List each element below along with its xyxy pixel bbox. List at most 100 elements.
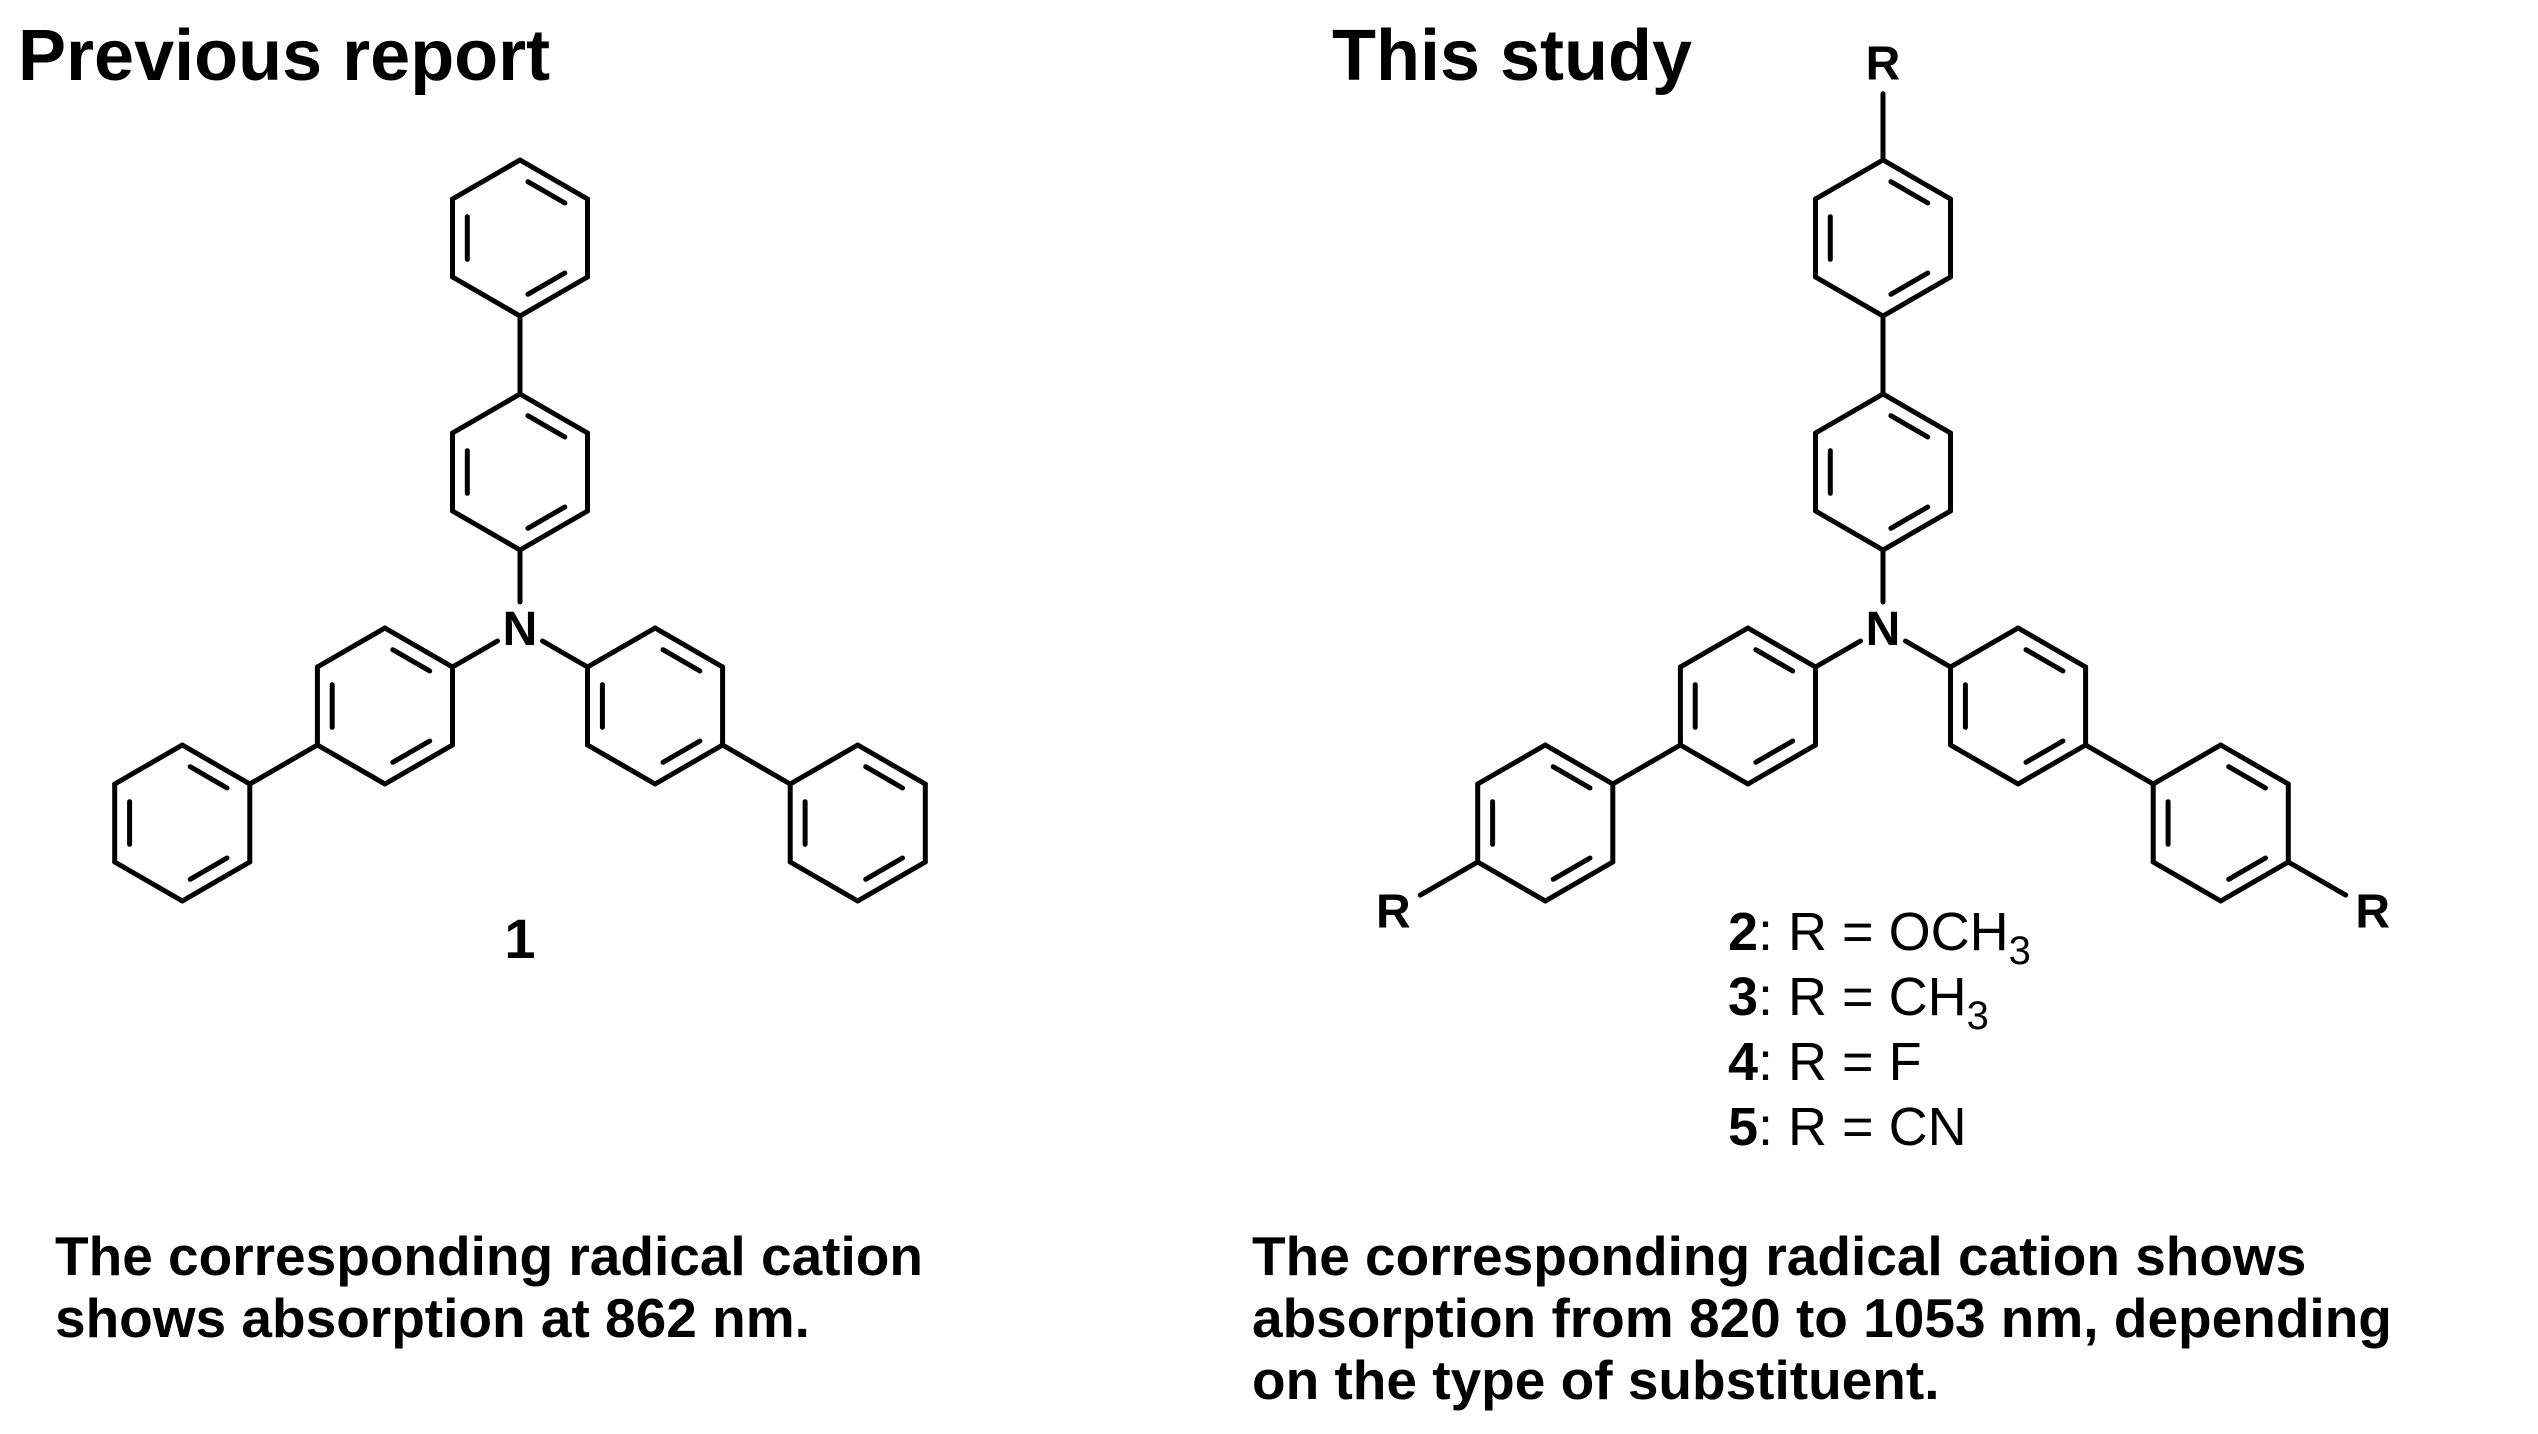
ring-double-bond (187, 764, 230, 791)
ring-bond (787, 742, 861, 787)
ring-bond (314, 625, 388, 670)
ring-double-bond (2226, 764, 2268, 791)
caption-line: shows absorption at 862 nm. (55, 1287, 810, 1349)
ring-double-bond (1888, 179, 1931, 206)
ring-bond (585, 625, 658, 670)
ring-double-bond (525, 270, 568, 297)
ring-bond (1813, 157, 1886, 202)
ring-bond (314, 742, 388, 787)
ring-bond (2015, 625, 2089, 670)
compound-entry: 3: R = CH3 (1728, 967, 1989, 1038)
ring-bond (112, 742, 185, 787)
ring-bond (517, 157, 590, 202)
ring-bond (1677, 625, 1751, 670)
ring-double-bond (1888, 413, 1931, 440)
ring-bond (382, 625, 455, 670)
substituent-bond (2285, 859, 2349, 898)
ring-bond (1813, 391, 1886, 436)
ring-double-bond (1550, 855, 1593, 882)
ring-bond (585, 742, 658, 787)
ring-bond (179, 742, 253, 787)
ring-double-bond (863, 764, 905, 791)
amine-bond (450, 638, 500, 670)
biaryl-bond (247, 742, 320, 787)
ring-double-bond (2023, 647, 2066, 674)
caption-line: The corresponding radical cation (55, 1225, 923, 1287)
ring-bond (2015, 742, 2089, 787)
ring-bond (179, 859, 253, 904)
ring-double-bond (390, 647, 433, 674)
compound-entry: 2: R = OCH3 (1728, 902, 2031, 973)
this-study-caption: The corresponding radical cation shows a… (1252, 1225, 2392, 1411)
ring-bond (1475, 742, 1548, 787)
ring-bond (1745, 625, 1818, 670)
compound-entry: 4: R = F (1728, 1032, 1922, 1092)
ring-double-bond (863, 855, 905, 882)
ring-double-bond (390, 738, 433, 765)
nitrogen-atom-label: N (503, 603, 538, 656)
ring-double-bond (2226, 855, 2268, 882)
ring-bond (652, 742, 726, 787)
ring-double-bond (660, 738, 703, 765)
amine-bond (1813, 638, 1863, 670)
substituent-r-label: R (1866, 38, 1901, 91)
caption-line: absorption from 820 to 1053 nm, dependin… (1252, 1287, 2392, 1349)
ring-bond (1948, 742, 2021, 787)
compound-1-label: 1 (504, 907, 535, 970)
caption-line: The corresponding radical cation shows (1252, 1225, 2307, 1287)
ring-bond (2218, 742, 2291, 787)
biaryl-bond (720, 742, 793, 787)
ring-bond (1813, 508, 1886, 553)
ring-bond (1948, 625, 2021, 670)
ring-bond (1475, 859, 1548, 904)
ring-bond (450, 391, 523, 436)
ring-bond (1880, 157, 1953, 202)
ring-double-bond (187, 855, 230, 882)
ring-bond (517, 508, 590, 553)
this-study-heading: This study (1332, 16, 1693, 96)
ring-double-bond (2023, 738, 2066, 765)
ring-bond (1880, 391, 1953, 436)
amine-bond (1903, 638, 1953, 670)
ring-bond (652, 625, 726, 670)
ring-bond (2150, 742, 2224, 787)
biaryl-bond (1610, 742, 1683, 787)
ring-bond (1677, 742, 1751, 787)
ring-bond (382, 742, 455, 787)
ring-double-bond (525, 413, 568, 440)
ring-bond (2150, 859, 2224, 904)
substituent-r-label: R (2355, 886, 2390, 939)
previous-report-heading: Previous report (18, 16, 551, 96)
ring-bond (450, 274, 523, 319)
previous-report-caption: The corresponding radical cation shows a… (55, 1225, 923, 1349)
ring-double-bond (525, 504, 568, 531)
ring-bond (1880, 274, 1953, 319)
ring-bond (450, 508, 523, 553)
nitrogen-atom-label: N (1866, 603, 1901, 656)
ring-double-bond (1753, 647, 1796, 674)
ring-bond (517, 391, 590, 436)
ring-bond (2218, 859, 2291, 904)
biaryl-bond (2083, 742, 2156, 787)
ring-double-bond (1888, 270, 1931, 297)
compound-list: 2: R = OCH3 3: R = CH3 4: R = F 5: R = C… (1728, 902, 2031, 1157)
ring-bond (1745, 742, 1818, 787)
ring-double-bond (525, 179, 568, 206)
substituent-bond (1417, 859, 1481, 898)
ring-bond (855, 859, 928, 904)
ring-bond (517, 274, 590, 319)
compound-1-structure: N (112, 157, 928, 904)
ring-bond (1880, 508, 1953, 553)
ring-bond (1542, 742, 1616, 787)
ring-bond (1813, 274, 1886, 319)
ring-bond (1542, 859, 1616, 904)
ring-double-bond (1753, 738, 1796, 765)
compound-entry: 5: R = CN (1728, 1097, 1967, 1157)
ring-bond (450, 157, 523, 202)
ring-double-bond (1888, 504, 1931, 531)
ring-double-bond (660, 647, 703, 674)
amine-bond (540, 638, 590, 670)
ring-double-bond (1550, 764, 1593, 791)
